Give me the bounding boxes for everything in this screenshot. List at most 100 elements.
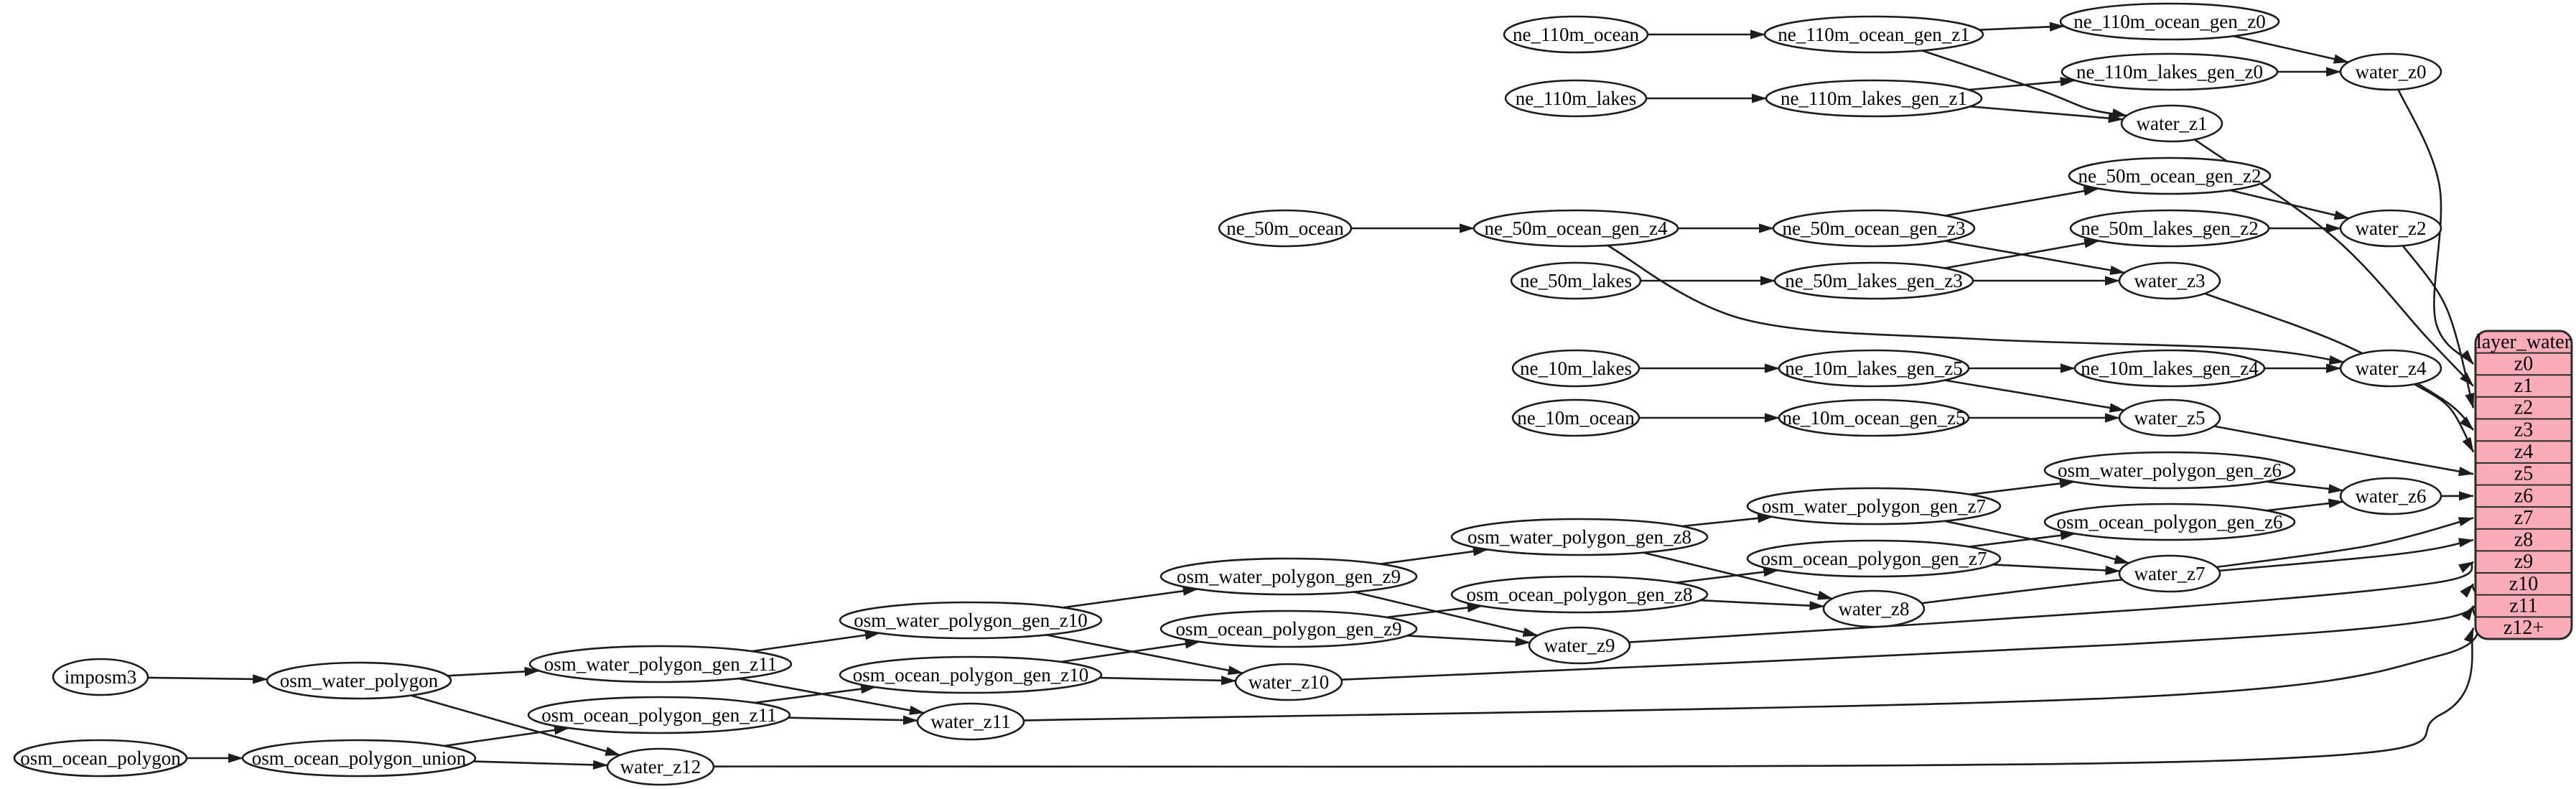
node-osm_water_polygon_gen_z11-shape [528,645,793,683]
node-ne_110m_lakes_gen_z1: ne_110m_lakes_gen_z1 [1765,79,1983,118]
table-header-label: layer_water [2476,331,2572,353]
table-row-label-z4: z4 [2514,441,2533,463]
node-osm_water_polygon_gen_z8-shape [1450,518,1709,556]
node-ne_110m_ocean-label: ne_110m_ocean [1513,24,1639,45]
node-osm_water_polygon_gen_z10-shape [839,601,1103,640]
edge-imposm3-osm_water_polygon [147,674,269,684]
node-osm_water_polygon_gen_z6-label: osm_water_polygon_gen_z6 [2058,459,2282,481]
node-water_z9-shape [1528,626,1631,665]
node-ne_10m_lakes-shape [1511,349,1641,388]
node-water_z1-shape [2120,104,2223,143]
node-water_z5-shape [2118,398,2221,437]
node-ne_110m_ocean_gen_z1-shape [1763,15,1984,54]
node-osm_water_polygon_gen_z11: osm_water_polygon_gen_z11 [528,645,793,683]
edge-osm_water_polygon_gen_z9-water_z9 [1353,591,1539,637]
edge-osm_ocean_polygon_union-osm_ocean_polygon_gen_z11 [444,725,570,747]
node-ne_50m_lakes-shape [1510,261,1642,300]
edge-osm_water_polygon_gen_z10-osm_water_polygon_gen_z9 [1063,586,1198,609]
node-osm_ocean_polygon_gen_z10: osm_ocean_polygon_gen_z10 [839,655,1103,694]
node-ne_110m_lakes_gen_z1-shape [1765,79,1983,118]
node-ne_10m_ocean_gen_z5: ne_10m_ocean_gen_z5 [1778,398,1970,437]
node-imposm3-shape [52,658,149,696]
node-osm_ocean_polygon_gen_z7-label: osm_ocean_polygon_gen_z7 [1761,548,1987,569]
table-row-label-z11: z11 [2509,595,2537,617]
node-ne_10m_lakes_gen_z4-label: ne_10m_lakes_gen_z4 [2081,358,2259,379]
edge-ne_10m_lakes_gen_z5-water_z5 [1944,379,2125,413]
node-osm_water_polygon_gen_z6: osm_water_polygon_gen_z6 [2043,451,2296,490]
edge-osm_ocean_polygon_gen_z9-water_z9 [1406,635,1531,647]
node-ne_50m_lakes_gen_z2: ne_50m_lakes_gen_z2 [2069,209,2270,248]
edges-layer [147,22,2479,770]
table-row-label-z8: z8 [2514,529,2533,551]
node-water_z0-label: water_z0 [2356,61,2427,83]
edge-osm_ocean_polygon_gen_z11-water_z11 [788,715,918,725]
node-ne_110m_lakes-label: ne_110m_lakes [1516,88,1636,109]
node-water_z5-label: water_z5 [2134,407,2206,429]
node-osm_ocean_polygon_gen_z9-label: osm_ocean_polygon_gen_z9 [1176,618,1402,640]
node-osm_water_polygon_gen_z11-label: osm_water_polygon_gen_z11 [544,653,777,675]
edge-osm_water_polygon_gen_z7-water_z7 [1944,520,2130,564]
node-osm_ocean_polygon-label: osm_ocean_polygon [20,747,181,769]
node-water_z8: water_z8 [1822,589,1926,628]
edge-ne_50m_lakes_gen_z3-ne_50m_lakes_gen_z2 [1944,238,2100,269]
node-water_z10-shape [1234,663,1343,701]
node-osm_water_polygon_gen_z6-shape [2043,451,2296,490]
table-row-label-z12plus: z12+ [2503,617,2544,639]
node-ne_50m_ocean-label: ne_50m_ocean [1226,218,1344,239]
edge-ne_110m_ocean_gen_z1-water_z1 [1921,50,2127,118]
node-osm_water_polygon_gen_z8: osm_water_polygon_gen_z8 [1450,518,1709,556]
node-ne_50m_ocean_gen_z3-label: ne_50m_ocean_gen_z3 [1783,218,1966,239]
node-ne_10m_lakes_gen_z5-shape [1778,349,1970,388]
edge-osm_water_polygon_gen_z6-water_z6 [2266,480,2344,494]
node-imposm3: imposm3 [52,658,149,696]
node-osm_ocean_polygon_gen_z8-label: osm_ocean_polygon_gen_z8 [1467,584,1693,605]
node-ne_50m_lakes: ne_50m_lakes [1510,261,1642,300]
node-water_z5: water_z5 [2118,398,2221,437]
node-osm_ocean_polygon_gen_z11-shape [527,696,791,734]
node-water_z1-label: water_z1 [2137,113,2208,134]
node-osm_water_polygon-label: osm_water_polygon [280,670,439,691]
edge-osm_water_polygon_gen_z11-osm_water_polygon_gen_z10 [751,630,880,653]
node-osm_ocean_polygon_gen_z11: osm_ocean_polygon_gen_z11 [527,696,791,734]
node-osm_ocean_polygon_gen_z6: osm_ocean_polygon_gen_z6 [2043,503,2296,541]
edge-water_z9-layer_water_z9 [1628,561,2474,643]
node-ne_50m_ocean_gen_z4-shape [1473,209,1679,248]
node-ne_10m_lakes_gen_z4-shape [2073,349,2266,388]
node-ne_50m_lakes_gen_z3-shape [1773,261,1974,300]
node-water_z2-shape [2339,209,2442,248]
node-ne_50m_lakes_gen_z2-shape [2069,209,2270,248]
node-ne_110m_ocean_gen_z0-label: ne_110m_ocean_gen_z0 [2073,11,2265,32]
edge-water_z7-layer_water_z7 [2216,517,2474,569]
edge-water_z10-layer_water_z10 [1341,583,2478,681]
node-water_z9-label: water_z9 [1544,635,1615,656]
node-osm_ocean_polygon_gen_z7-shape [1746,539,2002,578]
node-osm_water_polygon-shape [266,661,452,700]
node-osm_water_polygon: osm_water_polygon [266,661,452,700]
node-osm_water_polygon_gen_z10-label: osm_water_polygon_gen_z10 [854,610,1087,631]
edge-osm_ocean_polygon_gen_z10-osm_ocean_polygon_gen_z9 [1060,639,1200,663]
node-water_z10: water_z10 [1234,663,1343,701]
edge-osm_water_polygon_gen_z7-osm_water_polygon_gen_z6 [1969,478,2075,496]
table-row-label-z2: z2 [2514,397,2533,419]
node-ne_50m_ocean_gen_z4: ne_50m_ocean_gen_z4 [1473,209,1679,248]
node-water_z0-shape [2339,52,2442,91]
node-water_z12: water_z12 [606,747,715,786]
node-osm_ocean_polygon_gen_z6-label: osm_ocean_polygon_gen_z6 [2057,511,2283,533]
table-row-label-z6: z6 [2514,485,2533,507]
node-osm_water_polygon_gen_z7: osm_water_polygon_gen_z7 [1746,487,2002,526]
node-ne_50m_ocean_gen_z3-shape [1772,209,1976,248]
node-water_z3-label: water_z3 [2134,270,2206,291]
edge-water_z0-layer_water_z0 [2397,89,2474,365]
node-water_z6: water_z6 [2339,477,2442,515]
node-ne_110m_lakes_gen_z1-label: ne_110m_lakes_gen_z1 [1781,88,1967,109]
node-water_z2: water_z2 [2339,209,2442,248]
edge-ne_50m_ocean_gen_z3-water_z3 [1945,240,2126,275]
edge-water_z11-layer_water_z11 [1023,605,2479,722]
table-row-label-z1: z1 [2514,375,2533,397]
edge-water_z5-layer_water_z5 [2213,425,2474,477]
node-water_z11-label: water_z11 [930,711,1010,732]
node-osm_ocean_polygon_union-label: osm_ocean_polygon_union [252,747,467,769]
edge-osm_ocean_polygon_gen_z9-osm_ocean_polygon_gen_z8 [1386,602,1483,619]
